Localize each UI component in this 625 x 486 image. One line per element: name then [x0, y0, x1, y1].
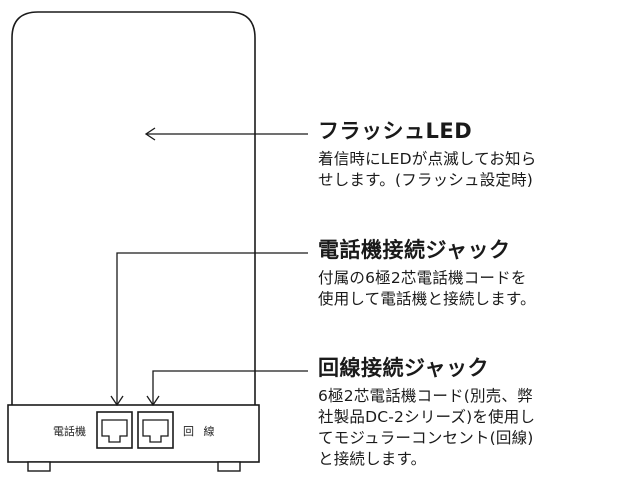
desc-line: 着信時にLEDが点滅してお知ら: [318, 150, 537, 168]
device-body-outline: [11, 11, 256, 405]
callout-desc: 付属の6極2芯電話機コードを 使用して電話機と接続します。: [318, 268, 618, 310]
desc-line: 付属の6極2芯電話機コードを: [318, 269, 527, 287]
device-base: [7, 404, 260, 463]
desc-line: と接続します。: [318, 450, 427, 468]
callout-title: 電話機接続ジャック: [318, 238, 511, 262]
desc-line: 社製品DC-2シリーズ)を使用し: [318, 408, 536, 426]
device-foot-right: [217, 461, 241, 472]
callout-desc: 6極2芯電話機コード(別売、弊 社製品DC-2シリーズ)を使用し てモジュラーコ…: [318, 386, 618, 470]
callout-desc: 着信時にLEDが点滅してお知ら せします。(フラッシュ設定時): [318, 149, 618, 191]
callout-line-jack: 回線接続ジャック 6極2芯電話機コード(別売、弊 社製品DC-2シリーズ)を使用…: [318, 355, 618, 470]
callout-flash-led: フラッシュLED 着信時にLEDが点滅してお知ら せします。(フラッシュ設定時): [318, 118, 618, 191]
callout-title: 回線接続ジャック: [318, 356, 489, 380]
leader-line-phone-jack: [110, 252, 308, 407]
leader-line-flash-led: [144, 127, 308, 141]
line-port-label: 回 線: [183, 425, 215, 438]
leader-line-line-jack: [146, 370, 308, 407]
desc-line: 使用して電話機と接続します。: [318, 290, 536, 308]
callout-phone-jack: 電話機接続ジャック 付属の6極2芯電話機コードを 使用して電話機と接続します。: [318, 237, 618, 310]
phone-port-label: 電話機: [53, 425, 86, 438]
phone-jack: [96, 411, 133, 449]
callout-title: フラッシュLED: [318, 119, 473, 143]
desc-line: てモジュラーコンセント(回線): [318, 429, 534, 447]
desc-line: せします。(フラッシュ設定時): [318, 171, 534, 189]
device-foot-left: [27, 461, 51, 472]
desc-line: 6極2芯電話機コード(別売、弊: [318, 387, 533, 405]
line-jack: [137, 411, 174, 449]
